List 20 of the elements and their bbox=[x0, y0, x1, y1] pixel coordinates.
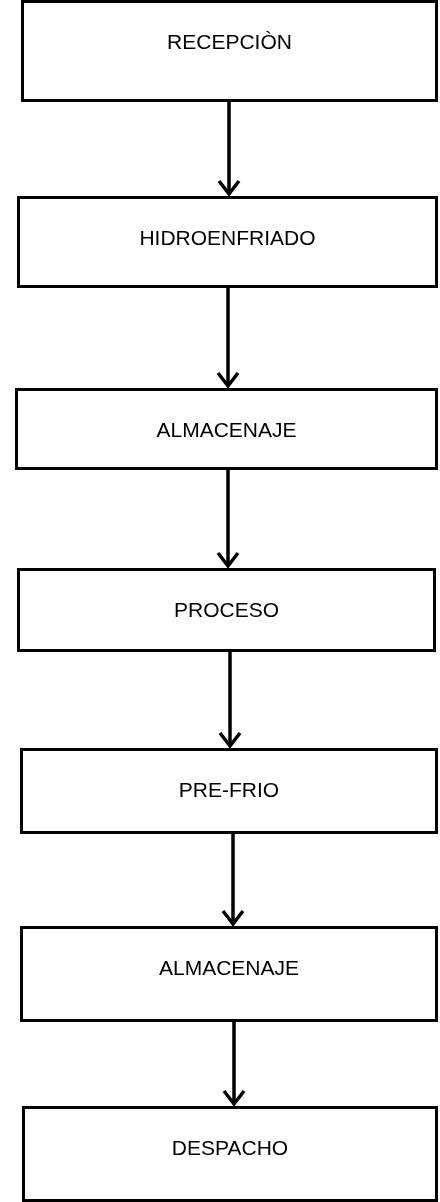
box-label: HIDROENFRIADO bbox=[139, 225, 316, 251]
process-box bbox=[20, 926, 438, 1022]
arrow bbox=[221, 834, 245, 926]
process-box bbox=[17, 196, 438, 288]
arrow bbox=[222, 1022, 246, 1106]
process-box bbox=[22, 1106, 438, 1202]
box-label: ALMACENAJE bbox=[156, 417, 297, 443]
arrow bbox=[217, 102, 241, 196]
process-box bbox=[20, 748, 438, 834]
arrow bbox=[216, 470, 240, 568]
box-label: ALMACENAJE bbox=[158, 955, 299, 981]
box-label: PROCESO bbox=[174, 597, 279, 623]
arrow bbox=[216, 288, 240, 388]
process-box bbox=[17, 568, 436, 652]
box-label: RECEPCIÒN bbox=[167, 29, 292, 55]
process-box bbox=[15, 388, 438, 470]
box-label: PRE-FRIO bbox=[178, 777, 280, 803]
arrow bbox=[218, 652, 242, 748]
box-label: DESPACHO bbox=[171, 1135, 289, 1161]
process-box bbox=[21, 0, 438, 102]
